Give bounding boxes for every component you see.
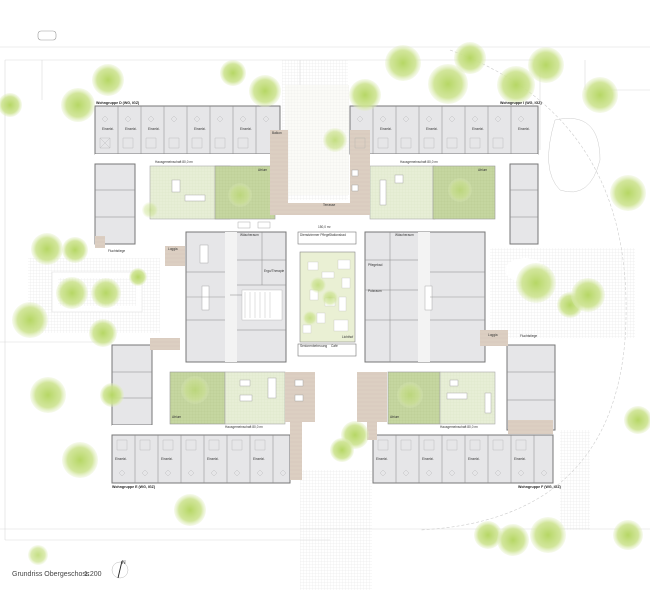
therapie-label: Ergo/Therapie (264, 269, 285, 273)
wohngruppe-top-right-label: Wohngruppe I (WG, IGZ) (500, 101, 542, 105)
building (94, 105, 556, 484)
room-label: Einzelzi. (422, 457, 434, 461)
waesche-label: Wäscheraum (240, 233, 259, 237)
drawing-title: Grundriss Obergeschoss (12, 571, 90, 578)
room-label: Einzelzi. (426, 127, 438, 131)
seniorenbetreuung-label: Seniorenbetreuung (300, 344, 328, 348)
north-arrow-label: N (122, 560, 126, 566)
wohngruppe-bottom-right-label: Wohngruppe F (WG, IGZ) (518, 485, 561, 489)
hausgemeinschaft-top-right (369, 165, 436, 220)
wohngruppe-top-left-label: Wohngruppe D (WG, IGZ) (96, 101, 140, 105)
atrium-label: Atrium (390, 415, 400, 419)
room-label: Einzelzi. (376, 457, 388, 461)
hausgemeinschaft-label: Hausgemeinschaft 80,0 m² (440, 425, 479, 429)
flur-area-label: 150,0 m² (318, 225, 331, 229)
terrasse-label: Terrasse (323, 203, 336, 207)
car-icon (37, 30, 57, 41)
waesche-label: Wäscheraum (395, 233, 414, 237)
room-label: Einzelzi. (514, 457, 526, 461)
cafe-label: Café (331, 344, 338, 348)
room-label: Einzelzi. (125, 127, 137, 131)
fluchtstiege-label: Fluchtstiege (108, 249, 126, 253)
dienstzimmer-label: Dienstzimmer Pflege (300, 233, 330, 237)
atrium-label: Atrium (478, 168, 488, 172)
room-label: Einzelzi. (380, 127, 392, 131)
room-label: Einzelzi. (518, 127, 530, 131)
hausgemeinschaft-label: Hausgemeinschaft 80,0 m² (400, 160, 439, 164)
drawing-scale: 1:200 (84, 571, 102, 578)
access-arc (419, 49, 627, 531)
balkon-label: Balkon (272, 131, 282, 135)
room-label: Einzelzi. (253, 457, 265, 461)
loggia-label: Loggia (168, 247, 178, 251)
room-label: Einzelzi. (148, 127, 160, 131)
hausgemeinschaft-label: Hausgemeinschaft 80,0 m² (225, 425, 264, 429)
lichthof-label: Lichthof (342, 335, 354, 339)
room-label: Einzelzi. (102, 127, 114, 131)
fluchtstiege-label: Fluchtstiege (520, 334, 538, 338)
loggia-label: Loggia (488, 333, 498, 337)
room-label: Einzelzi. (240, 127, 252, 131)
stationsbad-label: Stationsbad (329, 233, 346, 237)
hausgemeinschaft-label: Hausgemeinschaft 80,0 m² (155, 160, 194, 164)
room-label: Einzelzi. (207, 457, 219, 461)
wohngruppe-bottom-left-label: Wohngruppe E (WG, IGZ) (112, 485, 156, 489)
pflegebad-label: Pflegebad (368, 263, 383, 267)
room-label: Einzelzi. (161, 457, 173, 461)
room-label: Einzelzi. (468, 457, 480, 461)
putzraum-label: Putzraum (368, 289, 382, 293)
atrium-label: Atrium (172, 415, 182, 419)
trees (0, 42, 650, 565)
room-label: Einzelzi. (115, 457, 127, 461)
central-courtyard (297, 231, 357, 245)
room-label: Einzelzi. (194, 127, 206, 131)
atrium-label: Atrium (258, 168, 268, 172)
room-label: Einzelzi. (472, 127, 484, 131)
